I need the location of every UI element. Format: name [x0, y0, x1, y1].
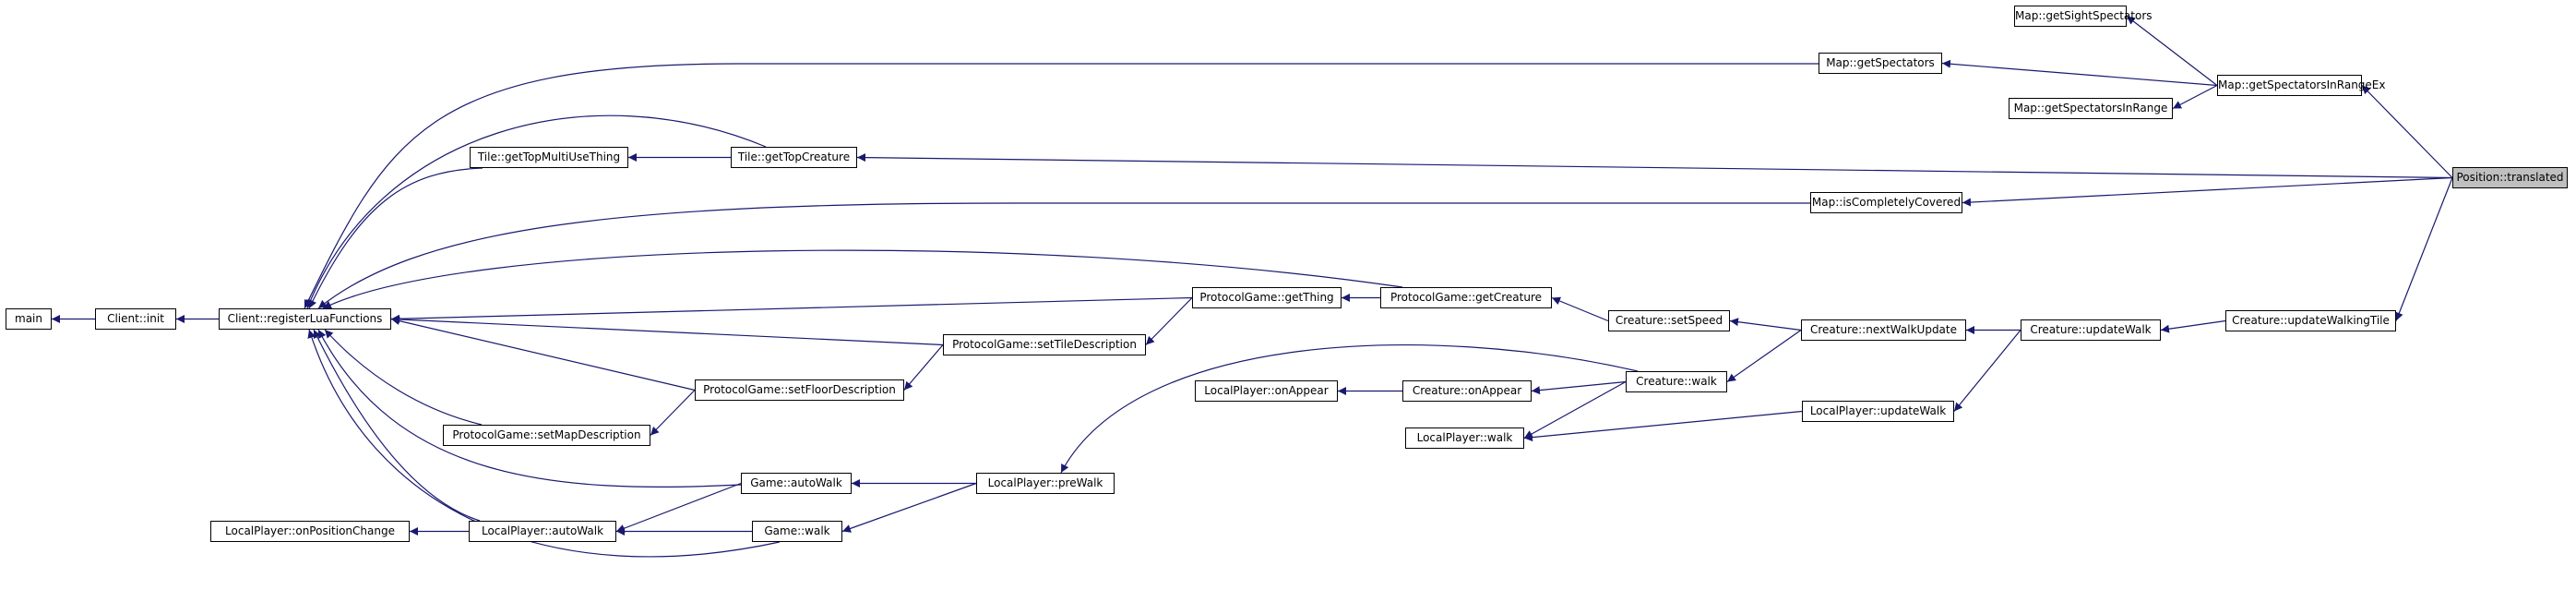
edge-client-registerluafunctions-to-protocolgame-setfloordescription: [390, 317, 696, 391]
edge-protocolgame-settiledescription-to-protocolgame-getthing: [1145, 297, 1193, 345]
node-creature-setspeed[interactable]: Creature::setSpeed: [1608, 310, 1730, 331]
node-protocolgame-getcreature[interactable]: ProtocolGame::getCreature: [1380, 287, 1552, 308]
edge-client-registerluafunctions-to-tile-gettopcreature: [306, 114, 767, 309]
node-protocolgame-setmapdescription[interactable]: ProtocolGame::setMapDescription: [443, 425, 650, 446]
node-localplayer-prewalk[interactable]: LocalPlayer::preWalk: [976, 473, 1115, 494]
edge-protocolgame-getcreature-to-creature-setspeed: [1551, 296, 1609, 322]
edge-map-getspectatorsinrange-to-map-getspectatorsinrangeex: [2172, 84, 2218, 110]
edge-creature-setspeed-to-creature-nextwalkupdate: [1729, 318, 1802, 331]
node-creature-onappear[interactable]: Creature::onAppear: [1402, 380, 1532, 402]
edge-map-getspectatorsinrangeex-to-position-translated: [2361, 85, 2453, 178]
node-map-iscompletelycovered[interactable]: Map::isCompletelyCovered: [1810, 192, 1962, 213]
node-localplayer-walk[interactable]: LocalPlayer::walk: [1405, 427, 1524, 449]
edge-localplayer-walk-to-creature-walk: [1523, 380, 1627, 439]
edge-creature-updatewalk-to-creature-updatewalkingtile: [2160, 319, 2226, 333]
node-creature-updatewalk[interactable]: Creature::updateWalk: [2021, 319, 2161, 341]
node-map-getsightspectators[interactable]: Map::getSightSpectators: [2014, 6, 2153, 27]
edge-map-iscompletelycovered-to-position-translated: [1962, 176, 2453, 207]
node-main[interactable]: main: [6, 308, 52, 330]
edge-localplayer-walk-to-localplayer-updatewalk: [1523, 410, 1803, 442]
edge-localplayer-prewalk-to-creature-walk: [1060, 344, 1639, 474]
node-client-registerluafunctions[interactable]: Client::registerLuaFunctions: [219, 308, 391, 330]
edge-map-getsightspectators-to-map-getspectatorsinrangeex: [2126, 16, 2218, 86]
node-map-getspectatorsinrange[interactable]: Map::getSpectatorsInRange: [2009, 98, 2173, 119]
node-map-getspectatorsinrangeex[interactable]: Map::getSpectatorsInRangeEx: [2217, 75, 2385, 96]
edge-protocolgame-setmapdescription-to-protocolgame-setfloordescription: [650, 390, 696, 436]
edge-client-registerluafunctions-to-protocolgame-settiledescription: [390, 315, 944, 346]
edge-localplayer-autowalk-to-game-autowalk: [615, 482, 742, 533]
node-map-getspectators[interactable]: Map::getSpectators: [1819, 53, 1942, 74]
edge-client-registerluafunctions-to-protocolgame-getcreature: [322, 249, 1403, 309]
edge-client-registerluafunctions-to-protocolgame-setmapdescription: [324, 329, 483, 426]
node-creature-walk[interactable]: Creature::walk: [1626, 371, 1727, 392]
node-creature-nextwalkupdate[interactable]: Creature::nextWalkUpdate: [1801, 319, 1966, 341]
node-game-walk[interactable]: Game::walk: [752, 521, 842, 542]
node-localplayer-onpositionchange[interactable]: LocalPlayer::onPositionChange: [210, 521, 410, 542]
edge-client-registerluafunctions-to-protocolgame-getthing: [390, 296, 1193, 323]
edge-client-registerluafunctions-to-map-getspectators: [304, 63, 1819, 309]
edge-tile-gettopcreature-to-position-translated: [856, 153, 2453, 179]
edge-protocolgame-setfloordescription-to-protocolgame-settiledescription: [903, 344, 944, 391]
edge-creature-walk-to-creature-nextwalkupdate: [1726, 330, 1802, 382]
node-localplayer-autowalk[interactable]: LocalPlayer::autoWalk: [469, 521, 616, 542]
edge-client-registerluafunctions-to-game-autowalk: [317, 329, 742, 488]
node-game-autowalk[interactable]: Game::autoWalk: [741, 473, 852, 494]
edge-game-walk-to-localplayer-prewalk: [841, 482, 977, 533]
node-creature-updatewalkingtile[interactable]: Creature::updateWalkingTile: [2225, 310, 2396, 331]
node-localplayer-onappear[interactable]: LocalPlayer::onAppear: [1195, 380, 1338, 402]
edge-map-getspectators-to-map-getspectatorsinrangeex: [1941, 59, 2218, 87]
node-protocolgame-setfloordescription[interactable]: ProtocolGame::setFloorDescription: [695, 379, 904, 401]
node-tile-gettopmultiusething[interactable]: Tile::getTopMultiUseThing: [470, 147, 628, 168]
edge-client-registerluafunctions-to-localplayer-autowalk: [313, 329, 481, 522]
edge-creature-onappear-to-creature-walk: [1531, 380, 1627, 395]
edge-creature-updatewalkingtile-to-position-translated: [2395, 177, 2453, 321]
node-protocolgame-getthing[interactable]: ProtocolGame::getThing: [1192, 287, 1342, 308]
node-protocolgame-settiledescription[interactable]: ProtocolGame::setTileDescription: [943, 334, 1146, 355]
edge-localplayer-updatewalk-to-creature-updatewalk: [1953, 330, 2021, 412]
edge-client-registerluafunctions-to-tile-gettopmultiusething: [308, 167, 483, 309]
node-position-translated: Position::translated: [2452, 167, 2568, 188]
node-tile-gettopcreature[interactable]: Tile::getTopCreature: [731, 147, 857, 168]
node-client-init[interactable]: Client::init: [95, 308, 176, 330]
edge-client-registerluafunctions-to-map-iscompletelycovered: [317, 202, 1810, 309]
node-localplayer-updatewalk[interactable]: LocalPlayer::updateWalk: [1802, 401, 1954, 422]
